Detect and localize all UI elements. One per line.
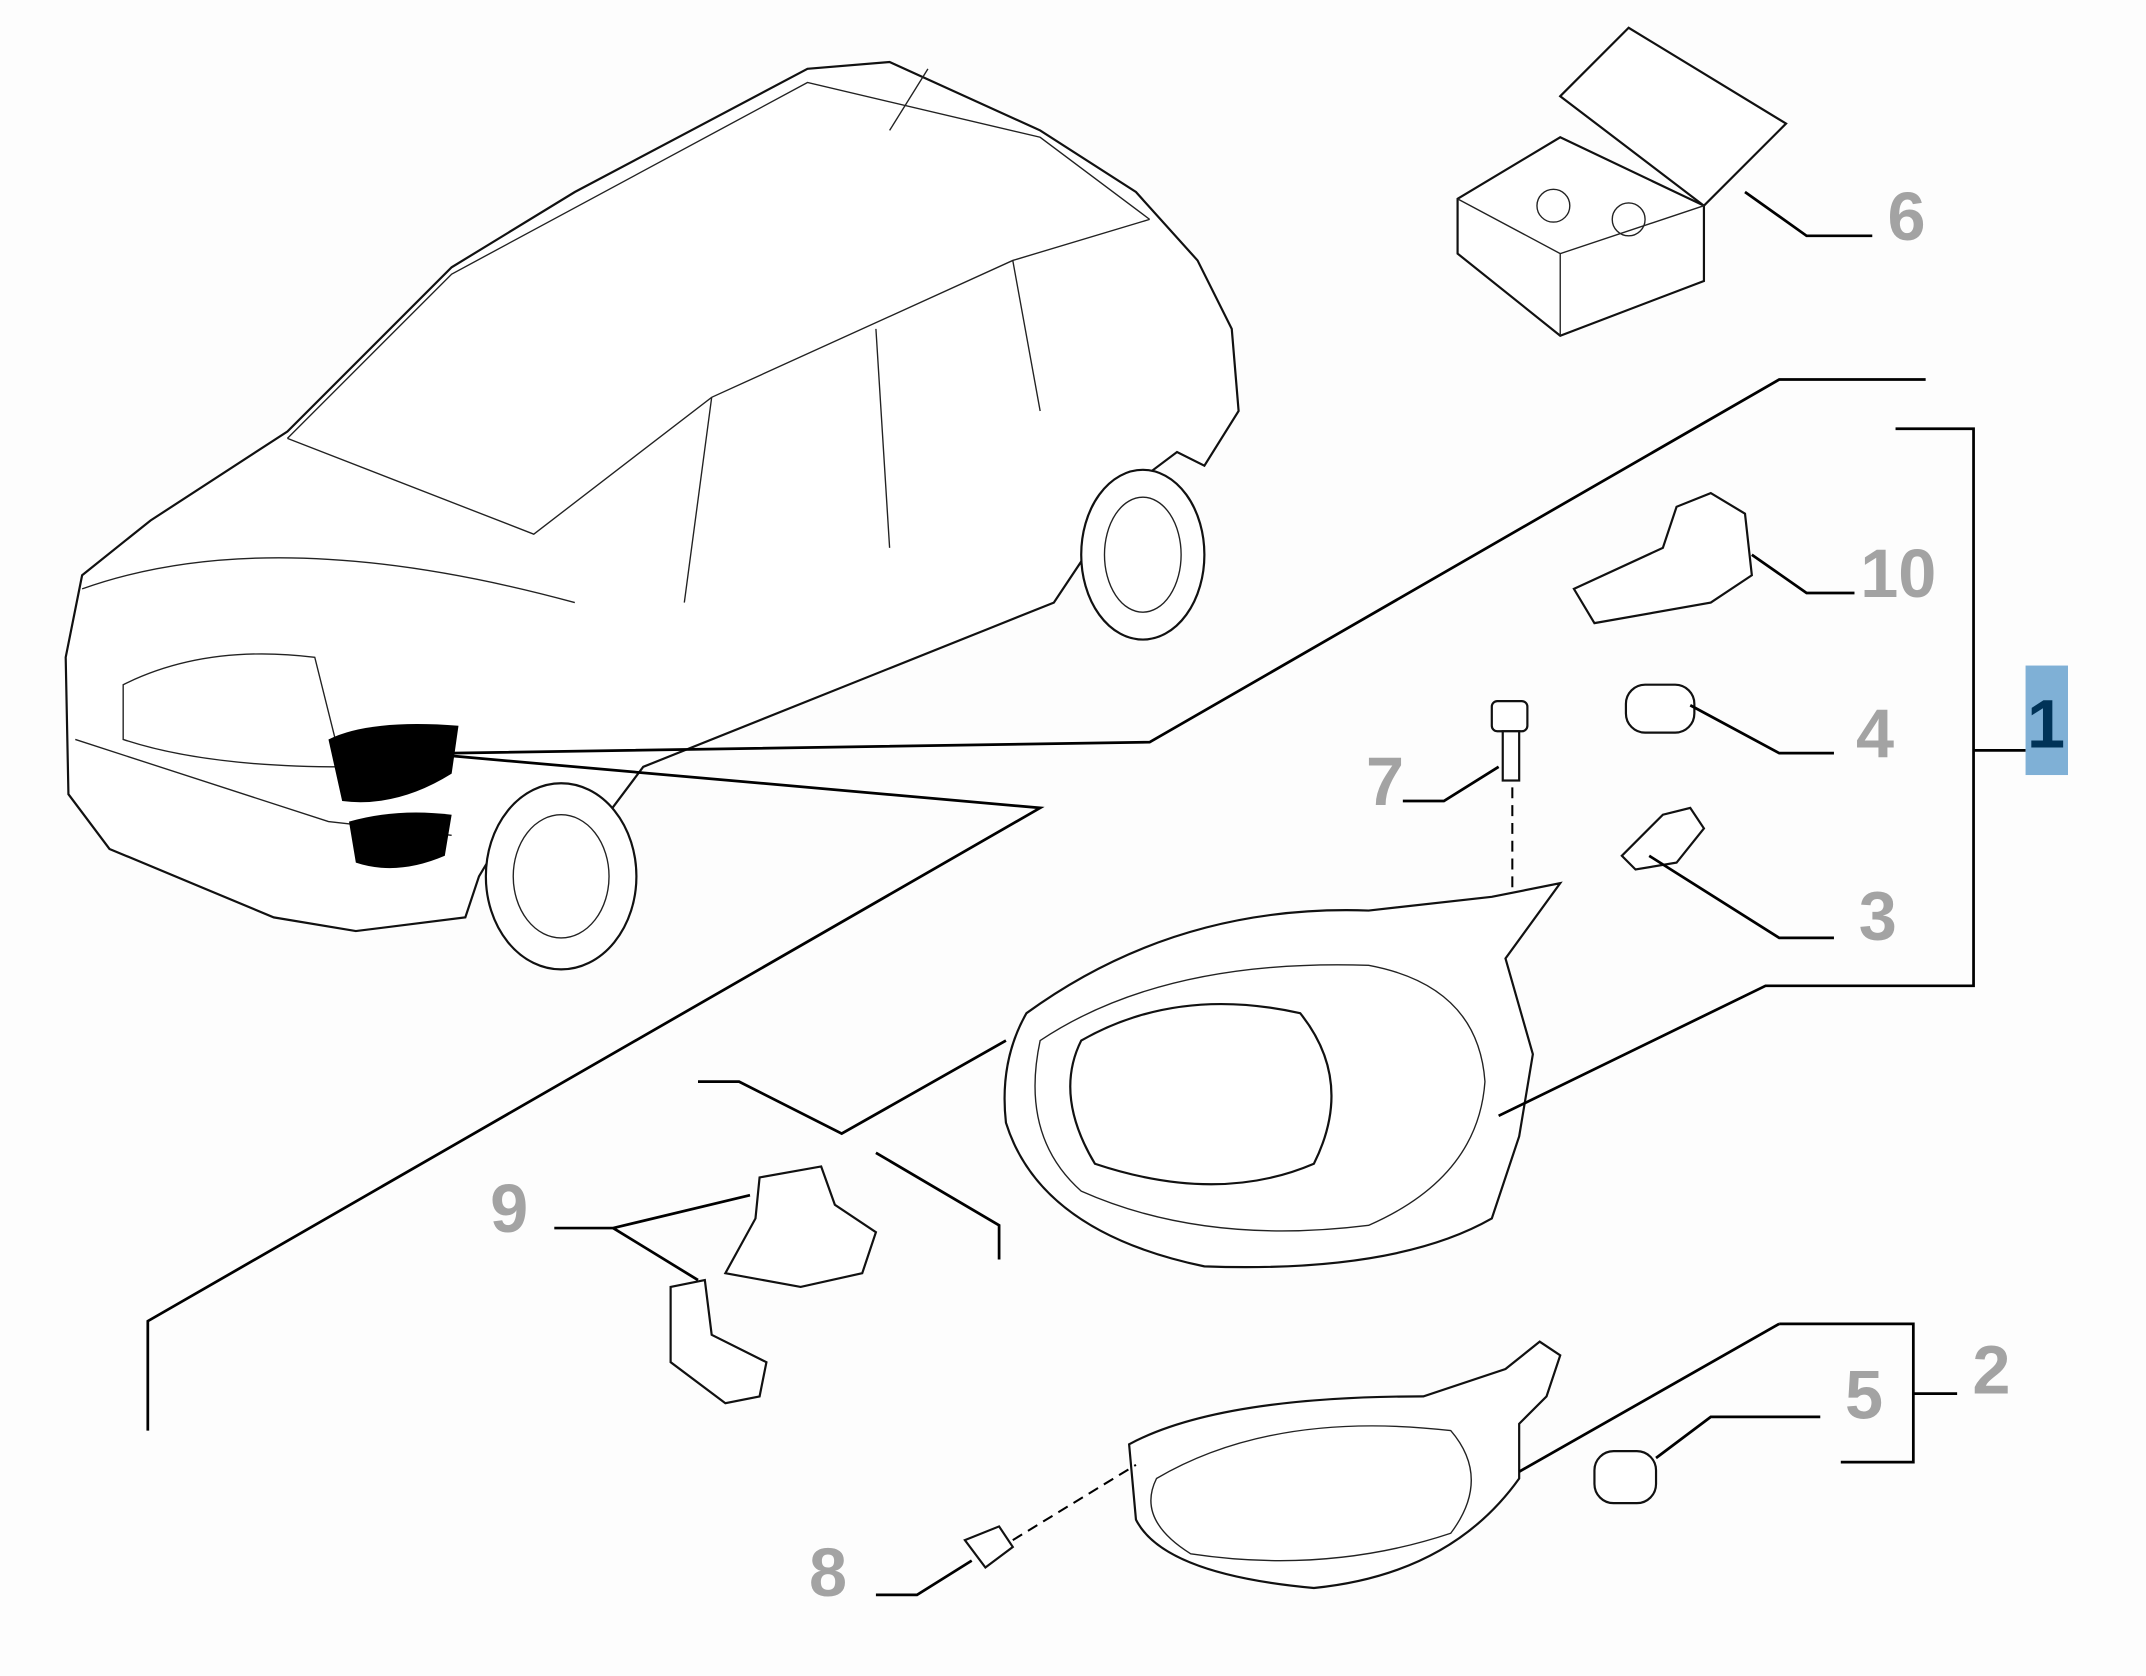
callout-5[interactable]: 5 (1845, 1356, 1883, 1433)
fog-light-assembly (963, 1340, 1658, 1590)
fog-light-highlight (348, 812, 452, 869)
car-illustration (64, 60, 1240, 971)
callout-1[interactable]: 1 (2027, 686, 2065, 763)
screw-7 (1490, 700, 1529, 782)
callout-7[interactable]: 7 (1366, 743, 1404, 820)
callout-1-highlight[interactable] (2025, 665, 2068, 776)
callout-6[interactable]: 6 (1887, 178, 1925, 255)
callout-3[interactable]: 3 (1859, 877, 1897, 954)
callout-2[interactable]: 2 (1972, 1332, 2010, 1409)
callout-4[interactable]: 4 (1856, 695, 1894, 772)
screw-8 (963, 1525, 1015, 1570)
callout-8[interactable]: 8 (809, 1534, 847, 1611)
callout-9[interactable]: 9 (490, 1170, 528, 1247)
callout-10[interactable]: 10 (1860, 535, 1936, 612)
bulb-5 (1593, 1450, 1658, 1505)
h-bulb-10 (1572, 491, 1753, 625)
bulb-kit-box (1456, 26, 1788, 337)
bulb-4 (1624, 683, 1696, 734)
leader-lines (146, 190, 2026, 1597)
bulb-3 (1620, 806, 1706, 871)
bracket-9 (669, 1165, 878, 1405)
headlight-assembly (1003, 881, 1563, 1269)
headlight-highlight (328, 724, 459, 803)
